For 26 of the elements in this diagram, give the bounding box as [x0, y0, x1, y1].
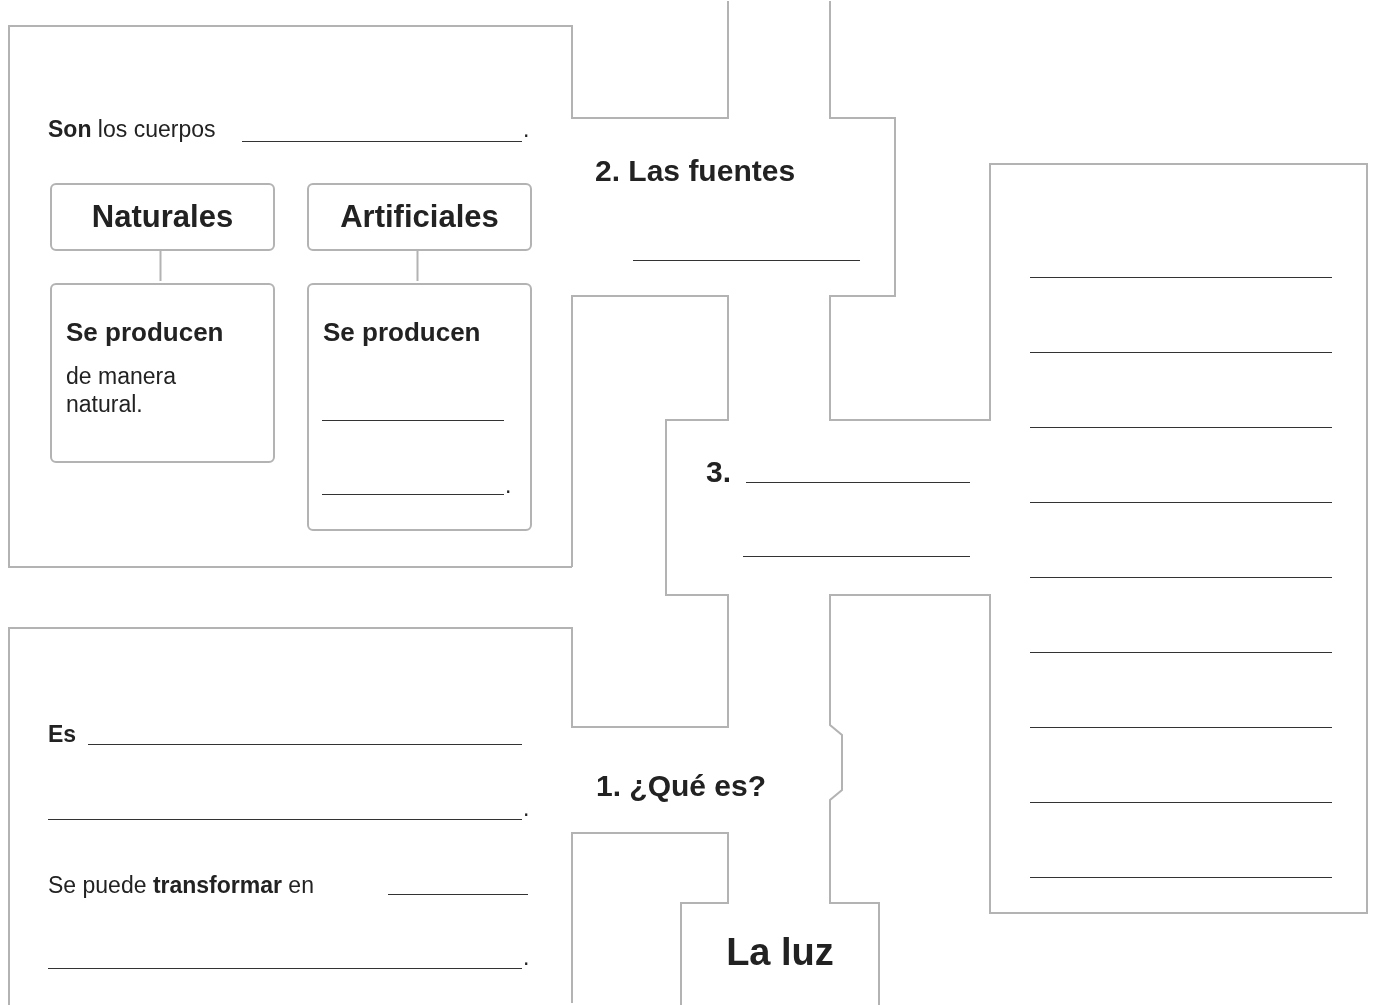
worksheet-panel [8, 25, 572, 568]
prompt-text: de manera natural. [66, 363, 177, 419]
connector-line [416, 248, 419, 282]
answer-panel [990, 163, 1368, 914]
heading-text: 2. Las fuentes [595, 153, 796, 189]
heading-text: 1. ¿Qué es? [596, 768, 767, 804]
connector-line [159, 248, 162, 282]
category-box [307, 183, 532, 251]
prompt-text: Es [48, 721, 77, 749]
category-label: Naturales [91, 199, 234, 235]
prompt-text: . [523, 795, 530, 823]
category-box [50, 183, 275, 251]
prompt-text: . [523, 944, 530, 972]
worksheet-panel [8, 627, 572, 1005]
description-box [50, 283, 275, 463]
title-text: La luz [726, 931, 834, 974]
prompt-text: Son los cuerpos [48, 116, 216, 144]
title-area [680, 903, 880, 1005]
heading-text: Se producen [323, 317, 481, 349]
category-label: Artificiales [340, 199, 499, 235]
prompt-text: . [505, 472, 512, 500]
prompt-text: . [523, 116, 530, 144]
description-box [307, 283, 532, 531]
heading-text: 3. [706, 454, 732, 490]
prompt-text: Se puede transformar en [48, 872, 314, 900]
heading-text: Se producen [66, 317, 224, 349]
